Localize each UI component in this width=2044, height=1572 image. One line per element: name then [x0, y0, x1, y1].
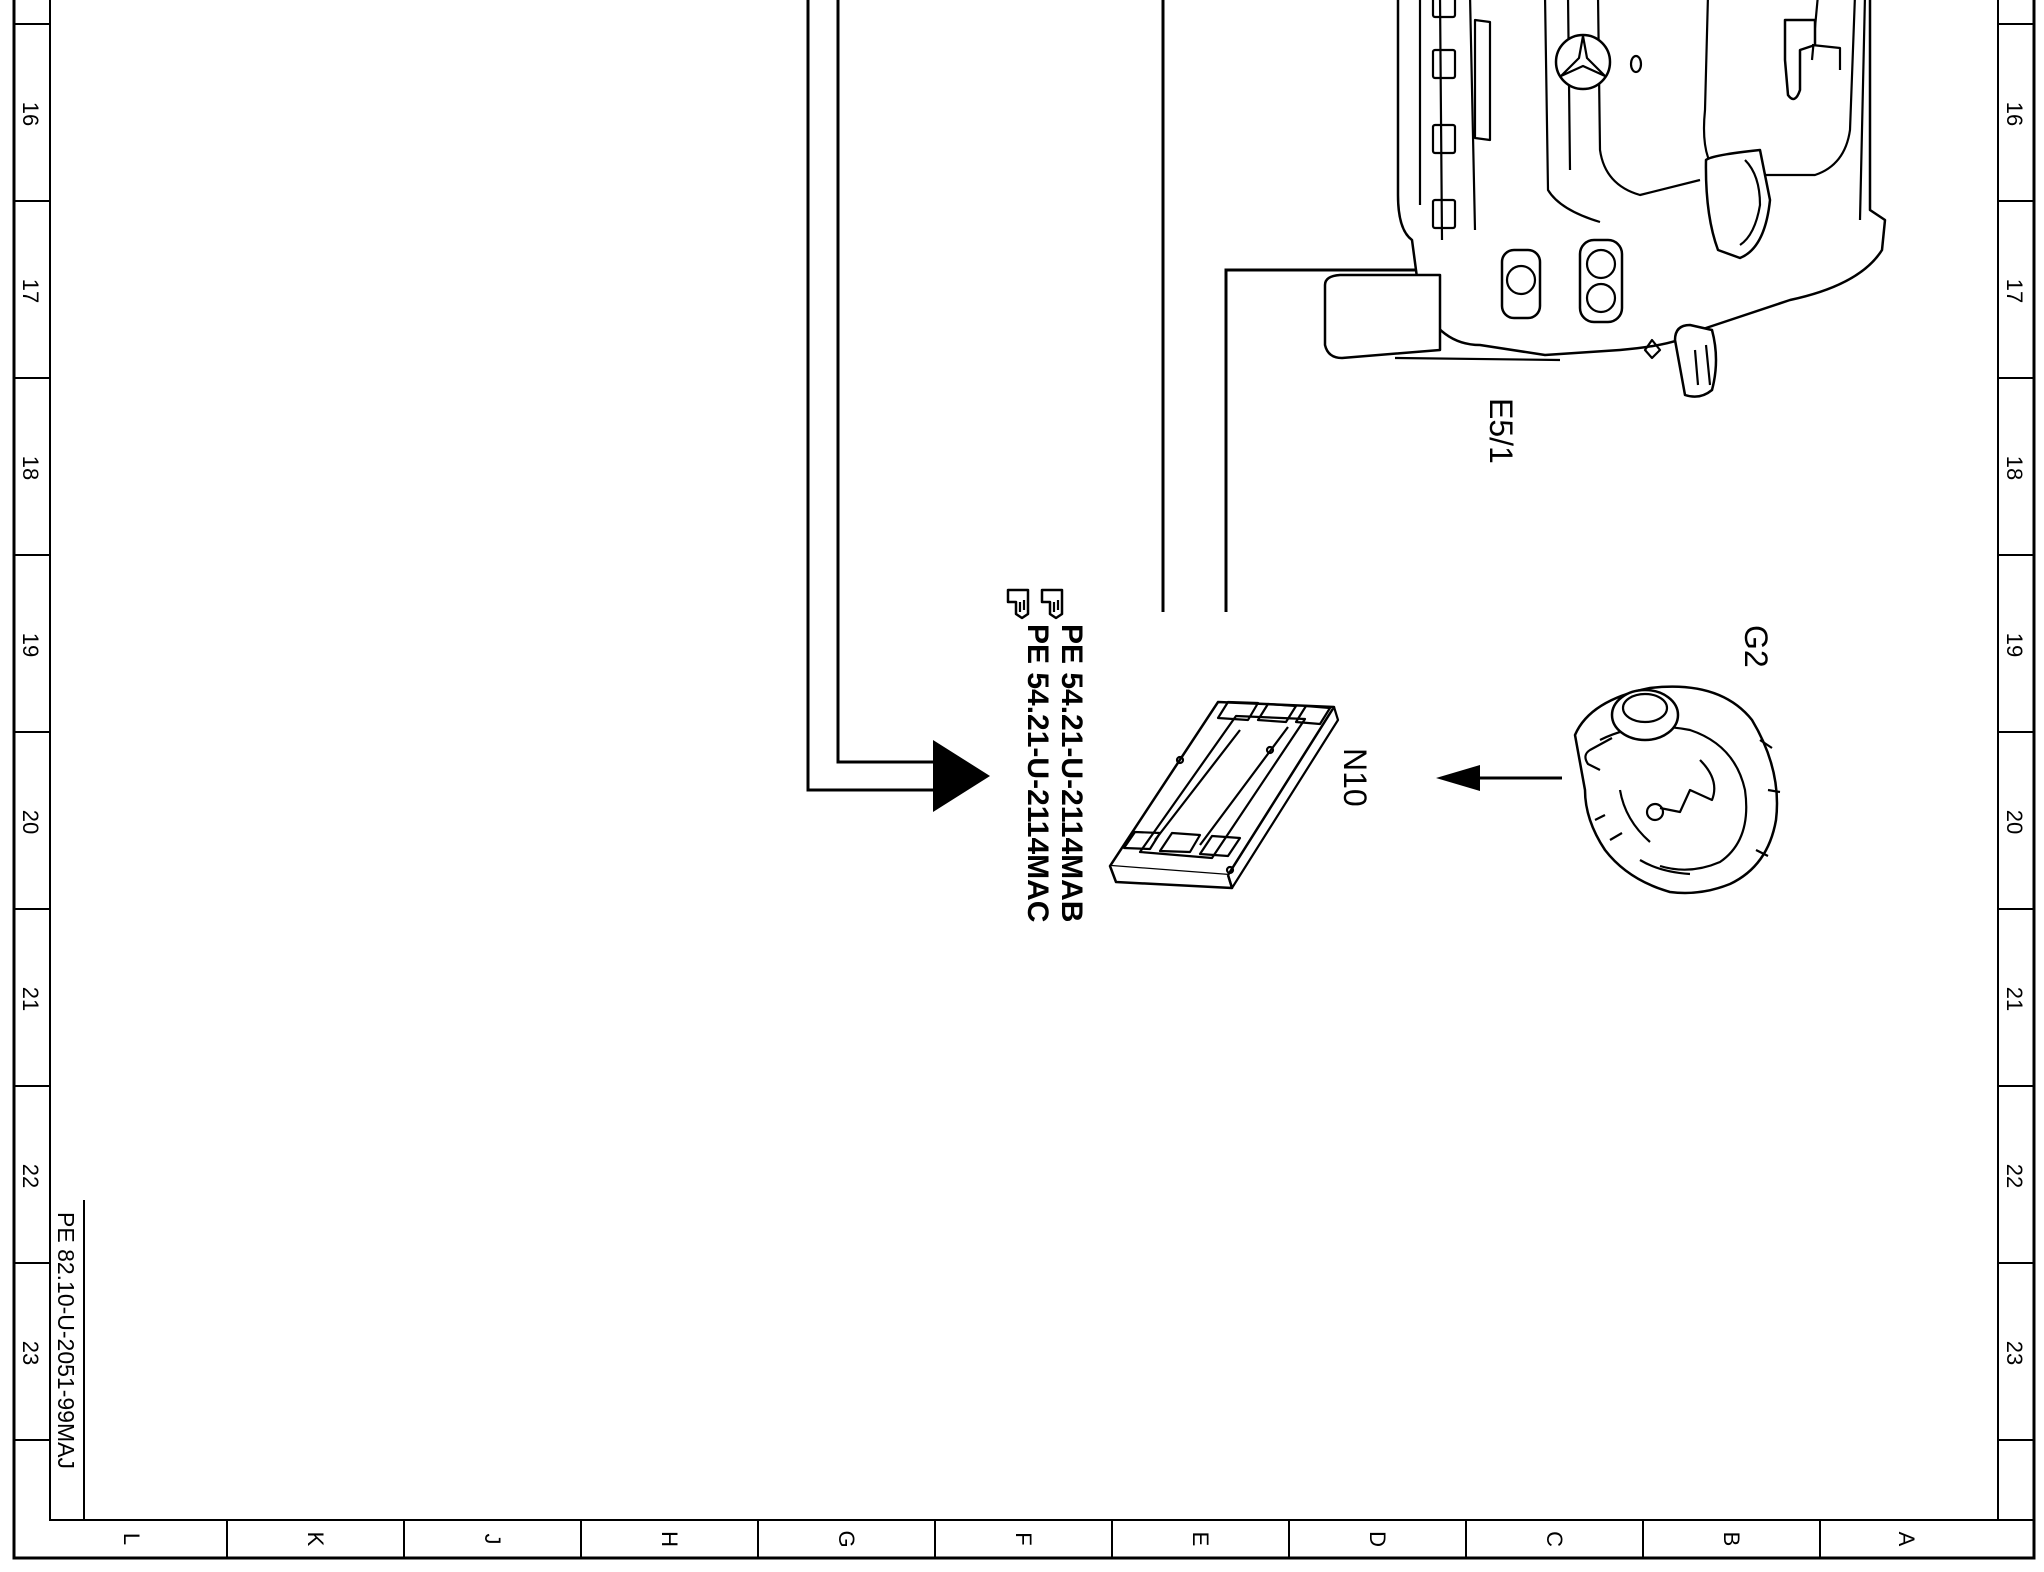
outer-border: [12, 0, 2036, 1560]
row-label: 16: [2002, 102, 2027, 126]
big-arrow-head: [933, 740, 990, 812]
row-labels-right: 16 17 18 19 20 21 22 23: [2002, 102, 2027, 1365]
column-label: H: [657, 1531, 682, 1547]
row-label: 17: [2002, 279, 2027, 303]
reference-text: PE 54.21-U-2114MAC: [1021, 624, 1054, 922]
column-label: D: [1365, 1531, 1390, 1547]
row-label: 23: [18, 1341, 43, 1365]
document-id: PE 82.10-U-2051-99MAJ: [53, 1212, 79, 1469]
reference-text: PE 54.21-U-2114MAB: [1055, 624, 1088, 922]
row-label: 21: [2002, 987, 2027, 1011]
row-label: 19: [2002, 633, 2027, 657]
row-ticks: [14, 23, 2034, 1441]
row-label: 22: [18, 1164, 43, 1188]
component-label-e5-1: E5/1: [1483, 398, 1519, 464]
column-label: L: [119, 1533, 144, 1545]
row-labels-left: 16 17 18 19 20 21 22 23: [18, 102, 43, 1365]
column-label: E: [1188, 1532, 1213, 1547]
row-label: 18: [18, 456, 43, 480]
column-label: J: [480, 1534, 505, 1545]
row-label: 18: [2002, 456, 2027, 480]
pointing-hand-icon: [1040, 588, 1064, 620]
vehicle-front-drawing: [1323, 0, 1887, 398]
column-ticks: [226, 1520, 1821, 1558]
column-labels: L K J H G F E D C B A: [119, 1530, 1919, 1547]
row-label: 20: [2002, 810, 2027, 834]
wiring: [806, 0, 1562, 812]
reference-list: PE 54.21-U-2114MAB PE 54.21-U-2114MAC: [1006, 588, 1088, 922]
column-label: K: [303, 1532, 328, 1547]
column-label: F: [1011, 1532, 1036, 1545]
column-label: B: [1719, 1532, 1744, 1547]
row-label: 22: [2002, 1164, 2027, 1188]
row-label: 16: [18, 102, 43, 126]
reference-item[interactable]: PE 54.21-U-2114MAC: [1006, 588, 1054, 922]
row-label: 19: [18, 633, 43, 657]
row-label: 17: [18, 279, 43, 303]
row-label: 21: [18, 987, 43, 1011]
column-label: A: [1894, 1532, 1919, 1547]
n10-module-drawing: [1108, 700, 1340, 890]
column-label: C: [1542, 1531, 1567, 1547]
row-label: 23: [2002, 1341, 2027, 1365]
pointing-hand-icon: [1006, 588, 1030, 620]
component-label-n10: N10: [1337, 748, 1373, 807]
g2-alternator-drawing: [1573, 685, 1781, 895]
g2-to-n10-arrow-head: [1436, 765, 1480, 791]
reference-item[interactable]: PE 54.21-U-2114MAB: [1040, 588, 1088, 922]
row-label: 20: [18, 810, 43, 834]
component-label-g2: G2: [1738, 625, 1774, 668]
column-label: G: [834, 1530, 859, 1547]
